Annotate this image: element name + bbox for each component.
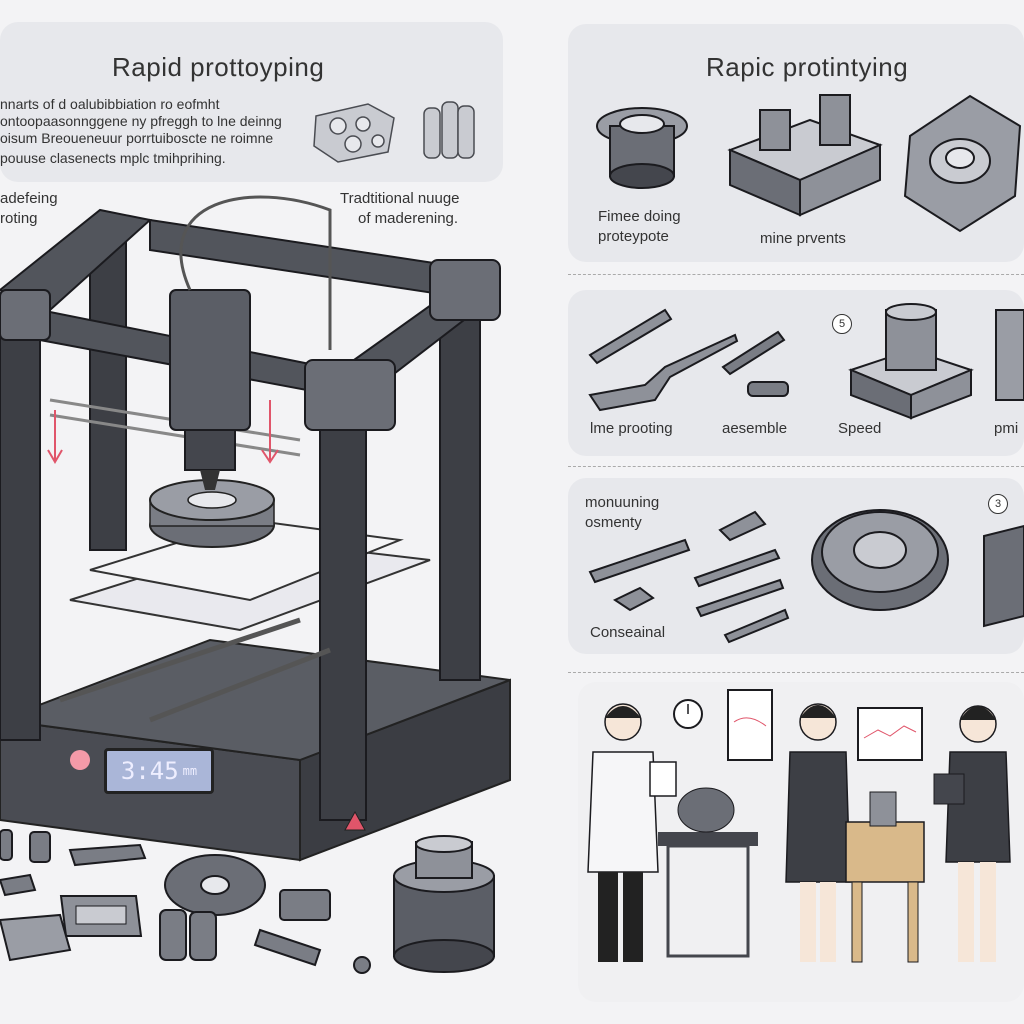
right-middle-label-3: Speed: [838, 420, 882, 437]
printer-illustration: [0, 195, 511, 862]
right-middle-label-2: aesemble: [722, 420, 788, 437]
printer-lcd-display: 3:45 mm: [104, 748, 214, 794]
block-part-illustration: [727, 94, 883, 217]
divider-2: [568, 466, 1024, 467]
cylinder-part-illustration: [393, 835, 495, 973]
ring-part-illustration: [596, 107, 688, 189]
lattice-part-illustration: [313, 103, 395, 163]
lattice-gear-illustration: [903, 94, 1022, 233]
left-body-line-1: nnarts of d oalubibbiation ro eofmht: [0, 96, 220, 112]
right-top-label-1-line-2: proteypote: [598, 228, 669, 245]
callout-left-line-2: roting: [0, 210, 38, 227]
left-body-line-4: pouuse clasenects mplc tmihprihing.: [0, 150, 226, 166]
right-lower-label-1-line-2: osmenty: [585, 514, 642, 531]
callout-right-line-1: Tradtitional nuuge: [340, 190, 460, 207]
divider-1: [568, 274, 1024, 275]
left-intro-card: [0, 22, 503, 182]
mesh-cylinder-illustration: [995, 309, 1024, 401]
probe-parts-illustration: [588, 510, 790, 644]
small-parts-illustration: [0, 829, 371, 974]
callout-right-line-2: of maderening.: [358, 210, 459, 227]
clipboard-icon: [649, 761, 677, 797]
right-middle-label-4: pmi: [994, 420, 1019, 437]
callout-left-line-1: adefeing: [0, 190, 58, 207]
left-title: Rapid prottoyping: [112, 52, 325, 82]
tower-part-illustration: [848, 303, 974, 420]
lcd-value: 3:45: [120, 757, 179, 785]
gear-icon: [164, 854, 266, 916]
lcd-unit: mm: [182, 764, 198, 778]
step-number-badge: 5: [832, 314, 852, 334]
column-part-illustration: [423, 101, 475, 159]
right-top-label-1-line-1: Fimee doing: [598, 208, 681, 225]
step-number-badge-2: 3: [988, 494, 1008, 514]
bracket-icon: [59, 895, 143, 937]
pin-parts-illustration: [721, 330, 789, 397]
left-body-line-2: ontoopaasonnggene ny pfreggh to lne dein…: [0, 113, 282, 129]
right-lower-label-2: Conseainal: [590, 624, 666, 641]
corner-block-illustration: [983, 524, 1024, 628]
divider-3: [568, 672, 1024, 673]
right-lower-label-1-line-1: monuuning: [585, 494, 660, 511]
spiked-wheel-illustration: [811, 509, 949, 611]
right-top-label-2: mine prvents: [760, 230, 846, 247]
tool-icon: [588, 308, 739, 412]
team-review-illustration: [587, 689, 1011, 963]
right-middle-label-1: lme prooting: [590, 420, 673, 437]
right-top-title: Rapic protintying: [706, 52, 909, 82]
left-body-line-3: oisum Breoueneuur porrtuiboscte ne roimn…: [0, 130, 274, 146]
